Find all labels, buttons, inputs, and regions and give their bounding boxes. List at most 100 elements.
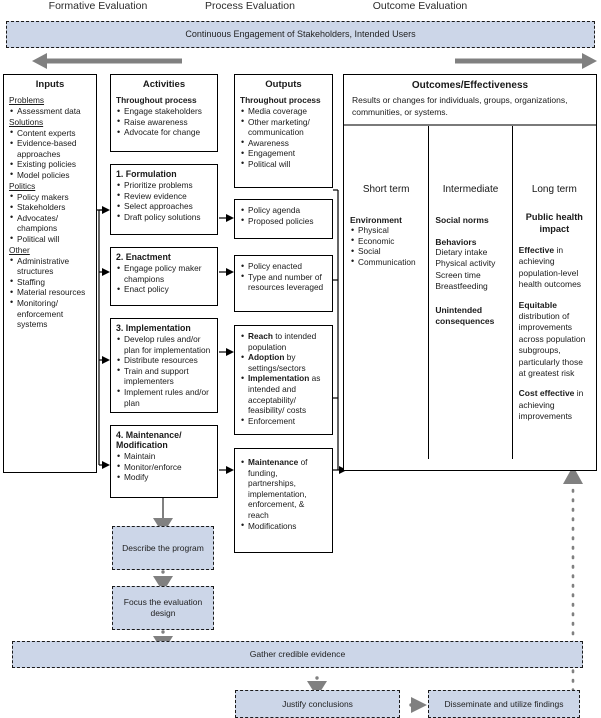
list-item: Monitoring/ enforcement systems bbox=[9, 297, 91, 330]
activities-subheading: Throughout process bbox=[116, 95, 197, 105]
outcomes-column-short-term: Short term Environment Physical Economic… bbox=[344, 126, 428, 459]
outputs-subheading: Throughout process bbox=[240, 95, 321, 105]
outcomes-behaviors-item: Screen time bbox=[435, 269, 481, 280]
inputs-list-politics: Policy makers Stakeholders Advocates/ ch… bbox=[9, 191, 91, 245]
activities-list-implementation: Develop rules and/or plan for implementa… bbox=[116, 333, 212, 408]
list-item: Train and support implementers bbox=[116, 365, 212, 387]
outcomes-behaviors: Behaviors bbox=[435, 237, 477, 247]
list-item: Evidence-based approaches bbox=[9, 138, 91, 159]
inputs-heading-solutions: Solutions bbox=[9, 116, 44, 127]
phase-label-formative-text: Formative Evaluation bbox=[48, 0, 148, 12]
outputs-list-reach: Reach to intended population Adoption by… bbox=[240, 330, 327, 427]
list-item: Maintain bbox=[116, 451, 212, 462]
outcomes-long-term-cost-effective: Cost effective in achieving improvements bbox=[519, 388, 590, 422]
outcomes-short-term-list: Physical Economic Social Communication bbox=[350, 225, 422, 267]
list-item: Enact policy bbox=[116, 284, 212, 295]
list-item: Advocate for change bbox=[116, 127, 212, 138]
step-focus-evaluation-design: Focus the evaluation design bbox=[112, 586, 214, 630]
list-item: Maintenance of funding, partnerships, im… bbox=[240, 457, 327, 521]
step-disseminate-findings-text: Disseminate and utilize findings bbox=[444, 698, 564, 709]
outcomes-column-intermediate: Intermediate Social norms Behaviors Diet… bbox=[428, 126, 511, 459]
stakeholder-banner: Continuous Engagement of Stakeholders, I… bbox=[6, 21, 595, 48]
activities-heading-enactment: 2. Enactment bbox=[116, 252, 171, 262]
inputs-heading-politics: Politics bbox=[9, 180, 36, 191]
outputs-lead-reach: Reach bbox=[248, 331, 273, 341]
activities-box-throughout: Activities Throughout process Engage sta… bbox=[110, 74, 218, 152]
outputs-rest-reach: to intended population bbox=[248, 331, 317, 352]
list-item: Select approaches bbox=[116, 201, 212, 212]
list-item: Content experts bbox=[9, 127, 91, 139]
list-item: Engage stakeholders bbox=[116, 106, 212, 117]
list-item: Distribute resources bbox=[116, 355, 212, 366]
inputs-title: Inputs bbox=[35, 79, 65, 90]
outcomes-effective-rest: in achieving population-level health out… bbox=[518, 245, 582, 290]
list-item: Other marketing/ communication bbox=[240, 116, 327, 138]
step-disseminate-findings: Disseminate and utilize findings bbox=[428, 690, 580, 718]
list-item: Review evidence bbox=[116, 190, 212, 202]
list-item: Prioritize problems bbox=[116, 180, 212, 191]
outcomes-behaviors-item: Physical activity bbox=[435, 258, 496, 269]
outcomes-equitable-lead: Equitable bbox=[518, 299, 557, 310]
list-item: Staffing bbox=[9, 276, 91, 288]
outputs-lead-adoption: Adoption bbox=[248, 352, 285, 363]
list-item: Stakeholders bbox=[9, 202, 91, 213]
outcomes-header-intermediate: Intermediate bbox=[442, 184, 499, 195]
outcomes-short-term-bold: Environment bbox=[350, 215, 402, 225]
step-focus-evaluation-design-text: Focus the evaluation design bbox=[123, 597, 203, 618]
step-gather-credible-evidence-text: Gather credible evidence bbox=[241, 649, 354, 660]
outputs-rest-adoption: by settings/sectors bbox=[248, 352, 306, 373]
outcomes-columns: Short term Environment Physical Economic… bbox=[344, 126, 596, 459]
list-item: Existing policies bbox=[9, 159, 91, 170]
outputs-box-reach: Reach to intended population Adoption by… bbox=[234, 325, 333, 435]
activities-list-enactment: Engage policy maker champions Enact poli… bbox=[116, 262, 212, 295]
step-describe-program-text: Describe the program bbox=[122, 542, 204, 553]
activities-title: Activities bbox=[142, 79, 186, 90]
outcome-direction-arrow bbox=[455, 53, 597, 69]
inputs-list-solutions: Content experts Evidence-based approache… bbox=[9, 127, 91, 181]
outcomes-behaviors-item: Breastfeeding bbox=[435, 281, 488, 292]
outcomes-social-norms: Social norms bbox=[435, 215, 489, 225]
outputs-lead-maintenance: Maintenance bbox=[248, 457, 299, 467]
outputs-box-throughout: Outputs Throughout process Media coverag… bbox=[234, 74, 333, 188]
list-item: Political will bbox=[9, 233, 91, 245]
list-item: Media coverage bbox=[240, 106, 327, 117]
list-item: Modify bbox=[116, 472, 212, 483]
outputs-list-maintenance: Maintenance of funding, partnerships, im… bbox=[240, 457, 327, 531]
list-item: Raise awareness bbox=[116, 116, 212, 128]
list-item: Engagement bbox=[240, 148, 327, 159]
outcomes-cost-effective-lead: Cost effective bbox=[518, 388, 575, 399]
outputs-rest-implementation: as intended and acceptability/ feasibili… bbox=[248, 373, 321, 416]
outputs-rest-maintenance: of funding, partnerships, implementation… bbox=[248, 457, 308, 520]
list-item: Material resources bbox=[9, 287, 91, 298]
inputs-list-other: Administrative structures Staffing Mater… bbox=[9, 255, 91, 330]
inputs-heading-other: Other bbox=[9, 244, 30, 255]
list-item: Enforcement bbox=[240, 415, 327, 427]
phase-label-outcome: Outcome Evaluation bbox=[330, 0, 510, 12]
outcomes-behaviors-item: Dietary intake bbox=[435, 247, 488, 257]
inputs-heading-problems: Problems bbox=[9, 95, 45, 105]
outcomes-header-long-term: Long term bbox=[531, 184, 577, 195]
outcomes-box: Outcomes/Effectiveness Results or change… bbox=[343, 74, 597, 471]
inputs-box: Inputs Problems Assessment data Solution… bbox=[3, 74, 97, 473]
list-item: Draft policy solutions bbox=[116, 211, 212, 223]
outcomes-long-term-effective: Effective in achieving population-level … bbox=[519, 245, 590, 291]
list-item: Economic bbox=[350, 235, 422, 247]
list-item: Reach to intended population bbox=[240, 330, 327, 352]
outcomes-effective-lead: Effective bbox=[518, 245, 555, 255]
outputs-list-agenda: Policy agenda Proposed policies bbox=[240, 205, 327, 226]
outcomes-subtitle: Results or changes for individuals, grou… bbox=[352, 95, 568, 117]
list-item: Political will bbox=[240, 158, 327, 170]
phase-label-process-text: Process Evaluation bbox=[205, 0, 295, 12]
list-item: Social bbox=[350, 246, 422, 257]
list-item: Model policies bbox=[9, 169, 91, 181]
list-item: Modifications bbox=[240, 520, 327, 532]
feedback-dotted-line bbox=[563, 466, 583, 702]
outcomes-long-term-equitable: Equitable distribution of improvements a… bbox=[519, 300, 590, 380]
list-item: Adoption by settings/sectors bbox=[240, 352, 327, 373]
inputs-group-politics: Politics Policy makers Stakeholders Advo… bbox=[9, 181, 91, 245]
list-item: Policy agenda bbox=[240, 205, 327, 216]
outputs-title: Outputs bbox=[265, 79, 302, 90]
inputs-group-other: Other Administrative structures Staffing… bbox=[9, 245, 91, 330]
outputs-list-throughout: Media coverage Other marketing/ communic… bbox=[240, 106, 327, 170]
outputs-box-agenda: Policy agenda Proposed policies bbox=[234, 199, 333, 239]
